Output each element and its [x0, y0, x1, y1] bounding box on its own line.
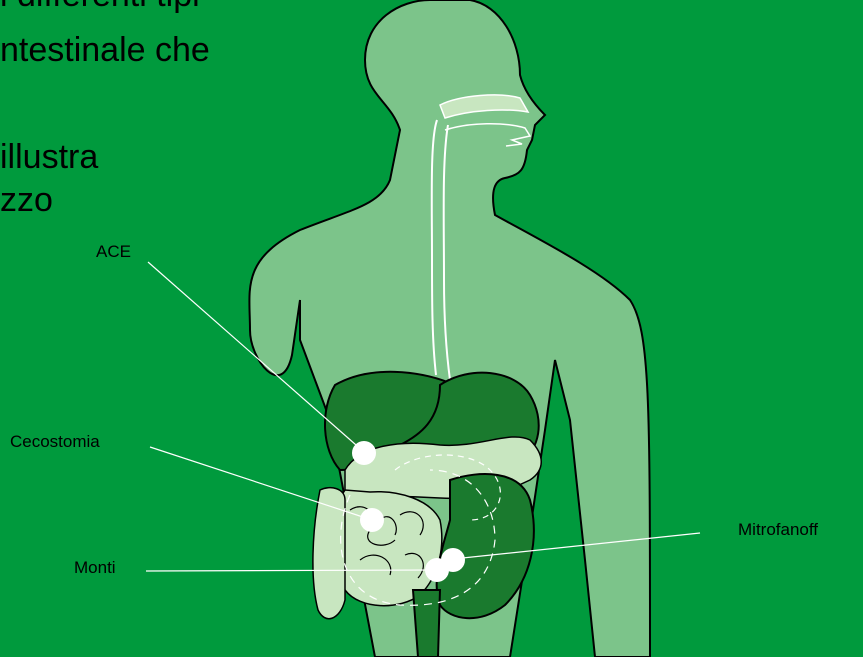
small-intestine [332, 490, 442, 606]
ascending-colon [313, 488, 345, 619]
cecostomia-marker [360, 508, 384, 532]
cecostomia-label: Cecostomia [10, 432, 100, 452]
monti-label: Monti [74, 558, 116, 578]
ace-marker [352, 441, 376, 465]
monti-marker [425, 558, 449, 582]
mitrofanoff-label: Mitrofanoff [738, 520, 818, 540]
rectum [413, 590, 440, 657]
ace-label: ACE [96, 242, 131, 262]
